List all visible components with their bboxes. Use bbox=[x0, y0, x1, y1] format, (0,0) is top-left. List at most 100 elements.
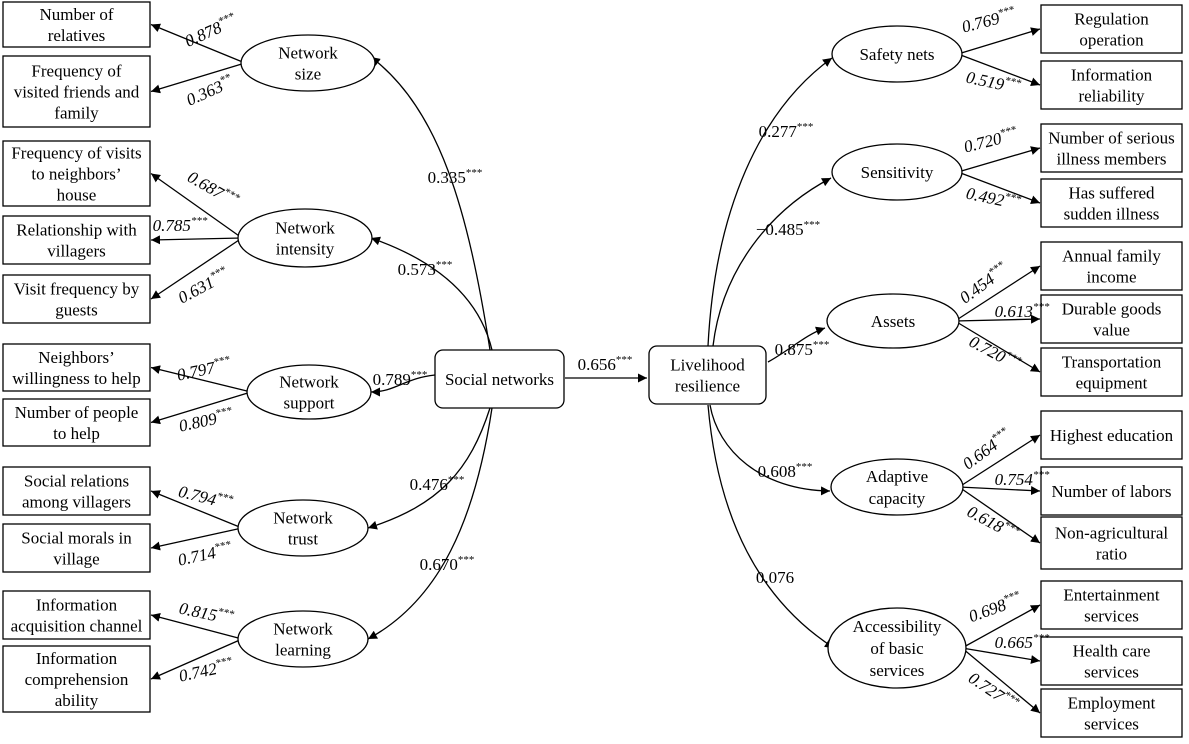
network-trust-indicator-0 bbox=[2, 466, 151, 516]
network-intensity-loading-2-significance: *** bbox=[208, 264, 229, 283]
network-intensity-loading-1-significance: *** bbox=[191, 215, 208, 227]
network-learning-indicator-0-label-line: Information bbox=[36, 596, 118, 615]
social-networks-node bbox=[434, 349, 565, 409]
network-size-label-line: size bbox=[295, 65, 321, 84]
safety-nets-path-coefficient-value: 0.277 bbox=[759, 122, 798, 141]
accessibility-basic-services-indicator-0-label-line: services bbox=[1084, 607, 1139, 626]
safety-nets-indicator-0-label-line: Regulation bbox=[1074, 10, 1149, 29]
social-networks-label-line: Social networks bbox=[445, 370, 554, 389]
accessibility-basic-services-indicator-2 bbox=[1040, 688, 1183, 738]
network-trust-loading-1-significance: *** bbox=[213, 539, 232, 554]
network-learning-indicator-0-label-line: acquisition channel bbox=[11, 617, 143, 636]
adaptive-capacity-indicator-0-label-line: Highest education bbox=[1050, 426, 1174, 445]
safety-nets-indicator-0-label-line: operation bbox=[1079, 31, 1144, 50]
assets-node bbox=[826, 293, 960, 349]
network-learning-indicator-1 bbox=[2, 645, 151, 713]
network-size-label-line: Network bbox=[278, 44, 338, 63]
network-size-loading-0: 0.878*** bbox=[181, 10, 240, 51]
assets-label: Assets bbox=[871, 312, 915, 331]
sensitivity-loading-arrow-1 bbox=[957, 171, 1041, 205]
network-support-loading-0-significance: *** bbox=[212, 354, 231, 369]
network-trust-loading-1: 0.714*** bbox=[176, 539, 234, 570]
network-learning-loading-1-value: 0.742 bbox=[177, 659, 219, 686]
network-support-indicator-1-label: Number of people to help bbox=[15, 403, 139, 443]
network-intensity-indicator-0-label-line: house bbox=[57, 186, 97, 205]
social-networks-label: Social networks bbox=[445, 370, 554, 389]
network-learning-path-arrow bbox=[367, 407, 493, 640]
network-trust-loading-arrow-1 bbox=[150, 527, 243, 551]
network-size-loading-arrow-1 bbox=[150, 62, 246, 94]
accessibility-basic-services-label-line: services bbox=[870, 661, 925, 680]
accessibility-basic-services-loading-0: 0.698*** bbox=[966, 588, 1025, 626]
assets-loading-1-value: 0.613 bbox=[995, 302, 1033, 321]
network-size-loading-1-significance: ** bbox=[218, 71, 233, 87]
network-size-indicator-0 bbox=[2, 1, 151, 48]
network-intensity-indicator-1-label-line: villagers bbox=[47, 242, 106, 261]
network-support-indicator-1-label-line: to help bbox=[53, 424, 100, 443]
network-size-loading-1: 0.363** bbox=[183, 71, 237, 110]
sensitivity-indicator-0-label-line: Number of serious bbox=[1048, 129, 1175, 148]
adaptive-capacity-path-coefficient-significance: *** bbox=[796, 461, 813, 473]
network-size-path-arrow bbox=[370, 56, 491, 351]
adaptive-capacity-node bbox=[830, 458, 964, 516]
sensitivity-path-coefficient: −0.485*** bbox=[756, 219, 820, 239]
adaptive-capacity-loading-arrow-2 bbox=[958, 486, 1041, 544]
network-trust-loading-0-significance: *** bbox=[216, 490, 235, 506]
network-intensity-loading-arrow-2 bbox=[150, 237, 243, 300]
accessibility-basic-services-indicator-1-label: Health care services bbox=[1073, 642, 1151, 682]
adaptive-capacity-indicator-2-label-line: ratio bbox=[1096, 545, 1127, 564]
network-learning-node bbox=[237, 610, 369, 668]
safety-nets-indicator-0-label: Regulation operation bbox=[1074, 10, 1149, 50]
network-size-indicator-1-label-line: visited friends and bbox=[14, 83, 140, 102]
network-support-path-coefficient-value: 0.789 bbox=[373, 370, 411, 389]
network-intensity-path-coefficient-significance: *** bbox=[436, 259, 453, 271]
safety-nets-path-arrow bbox=[707, 57, 833, 347]
assets-indicator-0-label-line: income bbox=[1086, 268, 1136, 287]
adaptive-capacity-loading-2-value: 0.618 bbox=[964, 502, 1007, 537]
adaptive-capacity-indicator-0-label: Highest education bbox=[1050, 426, 1174, 445]
safety-nets-label: Safety nets bbox=[859, 45, 934, 64]
network-learning-loading-arrow-0 bbox=[150, 612, 243, 640]
network-intensity-indicator-0-label-line: Frequency of visits bbox=[11, 144, 141, 163]
accessibility-basic-services-indicator-1-label-line: services bbox=[1084, 663, 1139, 682]
accessibility-basic-services-indicator-0 bbox=[1040, 580, 1183, 630]
safety-nets-indicator-1-label-line: reliability bbox=[1078, 87, 1145, 106]
network-size-indicator-1 bbox=[2, 55, 151, 128]
sensitivity-loading-1-significance: *** bbox=[1003, 191, 1022, 206]
network-learning-loading-1-significance: *** bbox=[214, 655, 233, 670]
accessibility-basic-services-loading-1-value: 0.665 bbox=[995, 633, 1033, 652]
accessibility-basic-services-path-coefficient-value: 0.076 bbox=[756, 568, 794, 587]
edges-layer bbox=[150, 23, 1041, 714]
adaptive-capacity-label-line: Adaptive bbox=[866, 467, 928, 486]
safety-nets-loading-1-significance: *** bbox=[1003, 75, 1022, 90]
network-learning-path-coefficient: 0.670*** bbox=[420, 554, 475, 574]
network-trust-indicator-1-label-line: village bbox=[53, 550, 99, 569]
accessibility-basic-services-indicator-1-label-line: Health care bbox=[1073, 642, 1151, 661]
network-size-path-coefficient-value: 0.335 bbox=[428, 168, 466, 187]
network-intensity-path-coefficient-value: 0.573 bbox=[398, 260, 436, 279]
network-size-loading-arrow-0 bbox=[150, 23, 246, 64]
assets-loading-2: 0.720*** bbox=[966, 331, 1024, 375]
accessibility-basic-services-indicator-0-label-line: Entertainment bbox=[1063, 586, 1160, 605]
accessibility-basic-services-loading-arrow-1 bbox=[961, 647, 1041, 664]
accessibility-basic-services-indicator-2-label-line: services bbox=[1084, 715, 1139, 734]
adaptive-capacity-path-arrow bbox=[709, 404, 831, 496]
sensitivity-loading-arrow-0 bbox=[957, 146, 1041, 173]
network-support-loading-0-value: 0.797 bbox=[175, 358, 218, 385]
assets-loading-1: 0.613*** bbox=[995, 301, 1050, 321]
safety-nets-loading-arrow-1 bbox=[957, 53, 1041, 87]
network-support-indicator-1-label-line: Number of people bbox=[15, 403, 139, 422]
network-learning-loading-1: 0.742*** bbox=[177, 655, 235, 686]
assets-path-arrow bbox=[767, 326, 826, 363]
assets-indicator-1-label-line: Durable goods bbox=[1062, 300, 1162, 319]
network-learning-label-line: learning bbox=[275, 641, 331, 660]
network-intensity-loading-0-value: 0.687 bbox=[184, 167, 228, 203]
network-learning-loading-0-significance: *** bbox=[216, 606, 235, 621]
network-support-indicator-0 bbox=[2, 343, 151, 392]
